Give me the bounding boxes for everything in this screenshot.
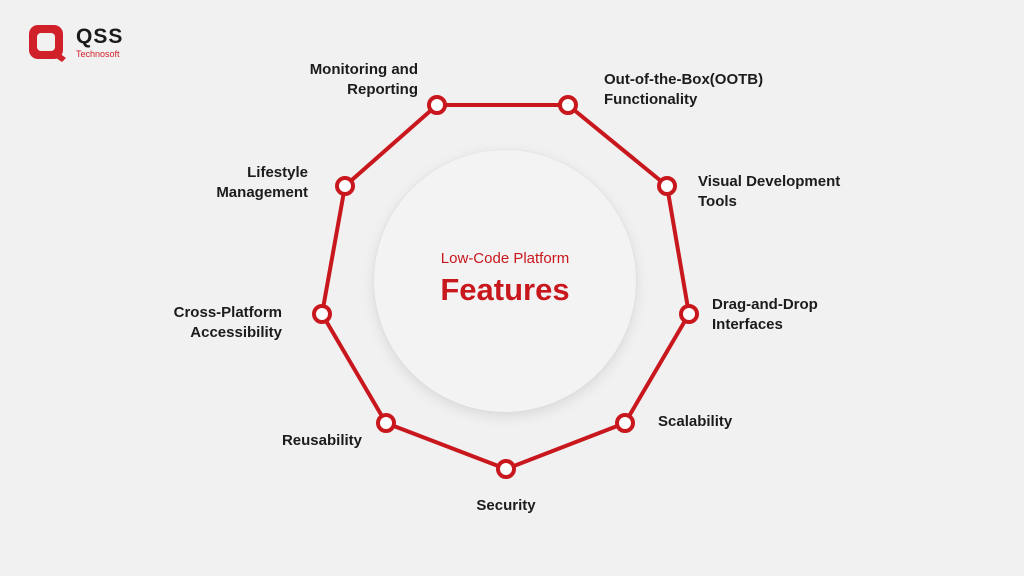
feature-label: Security xyxy=(476,497,536,514)
feature-label: Lifestyle Management xyxy=(216,164,308,201)
feature-node xyxy=(312,304,332,324)
feature-label: Visual Development Tools xyxy=(698,173,841,210)
feature-label: Drag-and-Drop Interfaces xyxy=(712,296,818,333)
feature-label: Cross-Platform Accessibility xyxy=(173,304,282,341)
feature-node xyxy=(657,176,677,196)
logo-subtitle: Technosoft xyxy=(76,49,120,59)
feature-node xyxy=(679,304,699,324)
feature-node xyxy=(496,459,516,479)
feature-node xyxy=(335,176,355,196)
center-subtitle: Low-Code Platform xyxy=(440,250,570,267)
feature-node xyxy=(558,95,578,115)
logo-name: QSS xyxy=(76,25,124,48)
feature-node xyxy=(615,413,635,433)
q-logo-icon xyxy=(29,25,66,62)
feature-label: Monitoring and Reporting xyxy=(309,61,418,98)
feature-label: Reusability xyxy=(281,432,362,449)
company-logo: QSS Technosoft xyxy=(28,24,123,64)
center-title: Features xyxy=(440,272,570,307)
feature-label: Scalability xyxy=(658,413,733,430)
center-circle xyxy=(374,150,636,412)
feature-node xyxy=(427,95,447,115)
feature-label: Out-of-the-Box(OOTB) Functionality xyxy=(604,71,764,108)
ring-connector-line xyxy=(320,103,691,471)
feature-node xyxy=(376,413,396,433)
